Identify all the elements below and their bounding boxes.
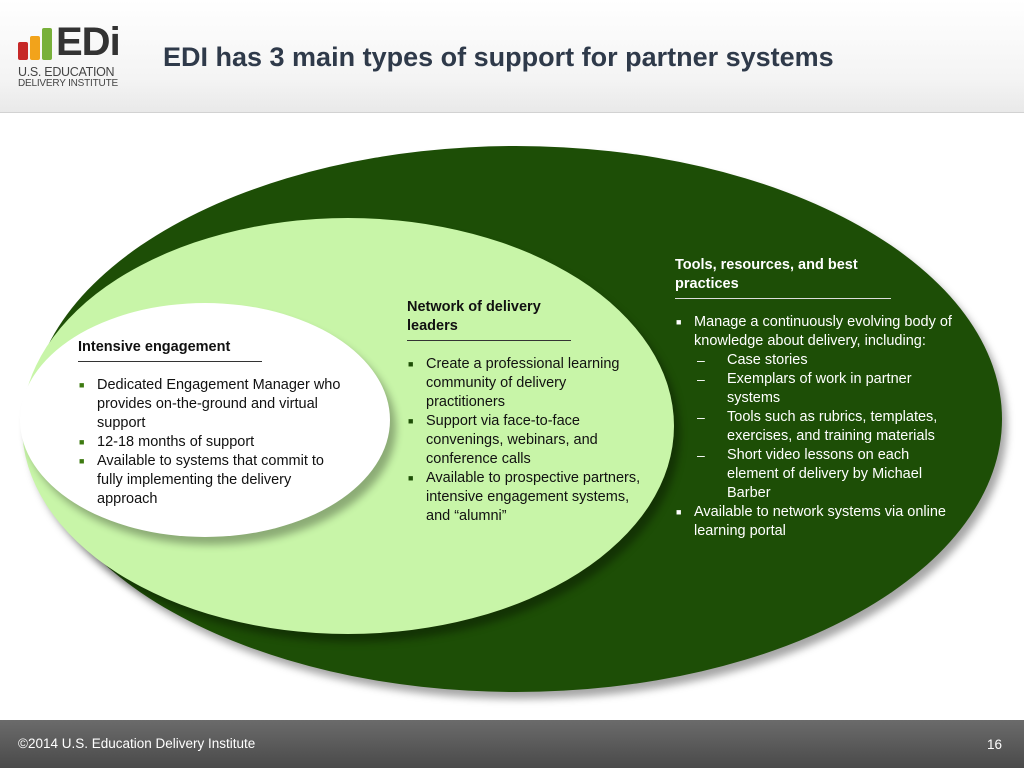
list-item-text: Manage a continuously evolving body of k… bbox=[694, 314, 952, 349]
list-item-text: Available to systems that commit to full… bbox=[97, 453, 324, 507]
list-item: ■ 12-18 months of support bbox=[78, 433, 346, 452]
bullet-list: ■ Dedicated Engagement Manager who provid… bbox=[78, 376, 346, 509]
sub-item-text: Exemplars of work in partner systems bbox=[727, 371, 912, 406]
dash-bullet-icon: – bbox=[697, 371, 705, 387]
list-item: ■ Dedicated Engagement Manager who provid… bbox=[78, 376, 346, 433]
square-bullet-icon: ■ bbox=[408, 359, 414, 369]
sub-list-item: – Short video lessons on each element of … bbox=[675, 446, 960, 503]
sub-list-item: – Case stories bbox=[675, 351, 960, 370]
list-item-text: 12-18 months of support bbox=[97, 434, 255, 450]
sub-item-text: Short video lessons on each element of d… bbox=[727, 447, 923, 501]
copyright-text: ©2014 U.S. Education Delivery Institute bbox=[18, 736, 256, 751]
intensive-engagement-section: Intensive engagement ■ Dedicated Engageme… bbox=[78, 338, 346, 509]
list-item-text: Support via face-to-face convenings, web… bbox=[426, 413, 598, 467]
list-item: ■ Available to prospective partners, inte… bbox=[407, 469, 643, 526]
list-item-text: Dedicated Engagement Manager who provide… bbox=[97, 377, 341, 431]
network-section: Network of delivery leaders ■ Create a pr… bbox=[407, 298, 643, 526]
logo-bar-green bbox=[42, 28, 52, 60]
square-bullet-icon: ■ bbox=[408, 416, 414, 426]
footer: ©2014 U.S. Education Delivery Institute … bbox=[0, 720, 1024, 768]
logo-mark: EDi bbox=[56, 20, 121, 64]
logo-bar-orange bbox=[30, 36, 40, 60]
bullet-list: ■ Manage a continuously evolving body of … bbox=[675, 313, 960, 541]
dash-bullet-icon: – bbox=[697, 409, 705, 425]
dash-bullet-icon: – bbox=[697, 447, 705, 463]
logo-bar-red bbox=[18, 42, 28, 60]
section-heading: Intensive engagement bbox=[78, 338, 262, 362]
logo-text-line1: U.S. EDUCATION bbox=[18, 65, 115, 79]
square-bullet-icon: ■ bbox=[79, 437, 85, 447]
page-number: 16 bbox=[986, 737, 1002, 752]
square-bullet-icon: ■ bbox=[676, 317, 682, 327]
square-bullet-icon: ■ bbox=[676, 507, 682, 517]
tools-section: Tools, resources, and best practices ■ Ma… bbox=[675, 256, 960, 541]
dash-bullet-icon: – bbox=[697, 352, 705, 368]
list-item: ■ Create a professional learning communit… bbox=[407, 355, 643, 412]
square-bullet-icon: ■ bbox=[79, 380, 85, 390]
list-item: ■ Available to systems that commit to ful… bbox=[78, 452, 346, 509]
square-bullet-icon: ■ bbox=[79, 456, 85, 466]
sub-item-text: Tools such as rubrics, templates, exerci… bbox=[727, 409, 938, 444]
list-item-text: Create a professional learning community… bbox=[426, 356, 620, 410]
section-heading: Tools, resources, and best practices bbox=[675, 256, 891, 299]
list-item: ■ Manage a continuously evolving body of … bbox=[675, 313, 960, 351]
sub-list-item: – Tools such as rubrics, templates, exerc… bbox=[675, 408, 960, 446]
list-item-text: Available to prospective partners, inten… bbox=[426, 470, 641, 524]
slide-title: EDI has 3 main types of support for part… bbox=[163, 42, 834, 72]
section-heading: Network of delivery leaders bbox=[407, 298, 571, 341]
bullet-list: ■ Create a professional learning communit… bbox=[407, 355, 643, 526]
list-item-text: Available to network systems via online … bbox=[694, 504, 946, 539]
edi-logo: EDi U.S. EDUCATION DELIVERY INSTITUTE bbox=[16, 20, 128, 94]
sub-item-text: Case stories bbox=[727, 352, 808, 368]
header: EDi U.S. EDUCATION DELIVERY INSTITUTE ED… bbox=[0, 0, 1024, 113]
list-item: ■ Available to network systems via online… bbox=[675, 503, 960, 541]
square-bullet-icon: ■ bbox=[408, 473, 414, 483]
inner-ellipse bbox=[20, 303, 390, 537]
list-item: ■ Support via face-to-face convenings, we… bbox=[407, 412, 643, 469]
sub-list-item: – Exemplars of work in partner systems bbox=[675, 370, 960, 408]
logo-text-line2: DELIVERY INSTITUTE bbox=[18, 78, 118, 89]
